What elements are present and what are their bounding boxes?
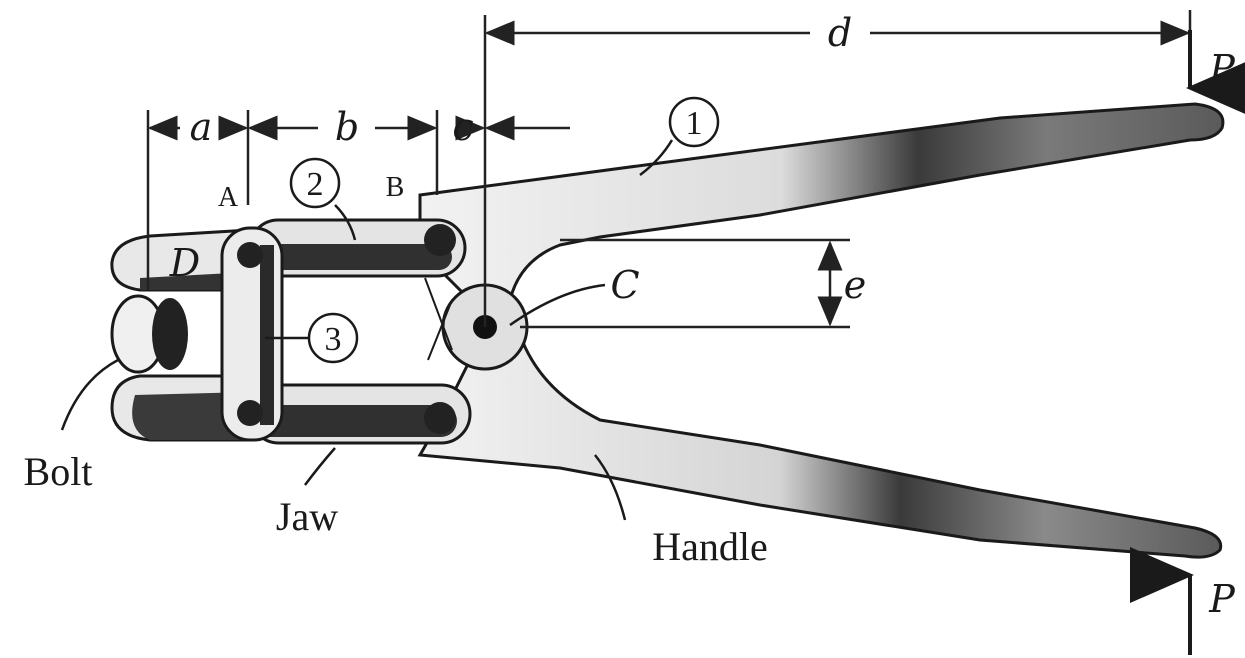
- dim-c-label: c: [452, 105, 473, 149]
- leader-bolt: [60, 358, 119, 431]
- member-3-label: 3: [325, 321, 342, 358]
- link-2-shade: [252, 244, 452, 270]
- load-bottom-label: P: [1208, 577, 1236, 621]
- member-2-label: 2: [307, 166, 324, 203]
- leader-c: [509, 283, 606, 327]
- bolt-label: Bolt: [24, 449, 93, 494]
- pin-lower-right: [424, 402, 456, 434]
- leader-jaw: [304, 447, 336, 486]
- cross-line-1: [424, 277, 453, 351]
- point-d-label: D: [169, 241, 200, 285]
- leader-2: [334, 204, 357, 241]
- pin-upper-left: [237, 242, 263, 268]
- dim-b-label: b: [335, 105, 359, 149]
- dim-d-label: d: [828, 11, 852, 55]
- pin-lower-left: [237, 400, 263, 426]
- cross-line-2: [427, 299, 453, 361]
- lower-handle: [417, 332, 1223, 559]
- handle-label: Handle: [652, 524, 768, 569]
- pin-upper-right: [424, 224, 456, 256]
- link-3-bar: [260, 245, 274, 425]
- lower-link-shade: [252, 405, 457, 437]
- member-1-circle: [668, 96, 720, 148]
- member-1-label: 1: [686, 105, 703, 142]
- upper-handle: [418, 102, 1225, 302]
- point-a-label: A: [218, 182, 239, 213]
- point-c-label: C: [610, 263, 639, 307]
- dim-e-label: e: [844, 263, 867, 307]
- member-2-circle: [289, 157, 341, 209]
- member-3-circle: [307, 312, 359, 364]
- load-top-label: P: [1208, 47, 1236, 91]
- leader-handle: [594, 454, 627, 521]
- dim-a-label: a: [190, 105, 213, 149]
- point-b-label: B: [386, 172, 405, 203]
- jaw-label: Jaw: [276, 494, 338, 539]
- leader-1: [639, 139, 674, 176]
- bolt-shadow: [152, 298, 188, 370]
